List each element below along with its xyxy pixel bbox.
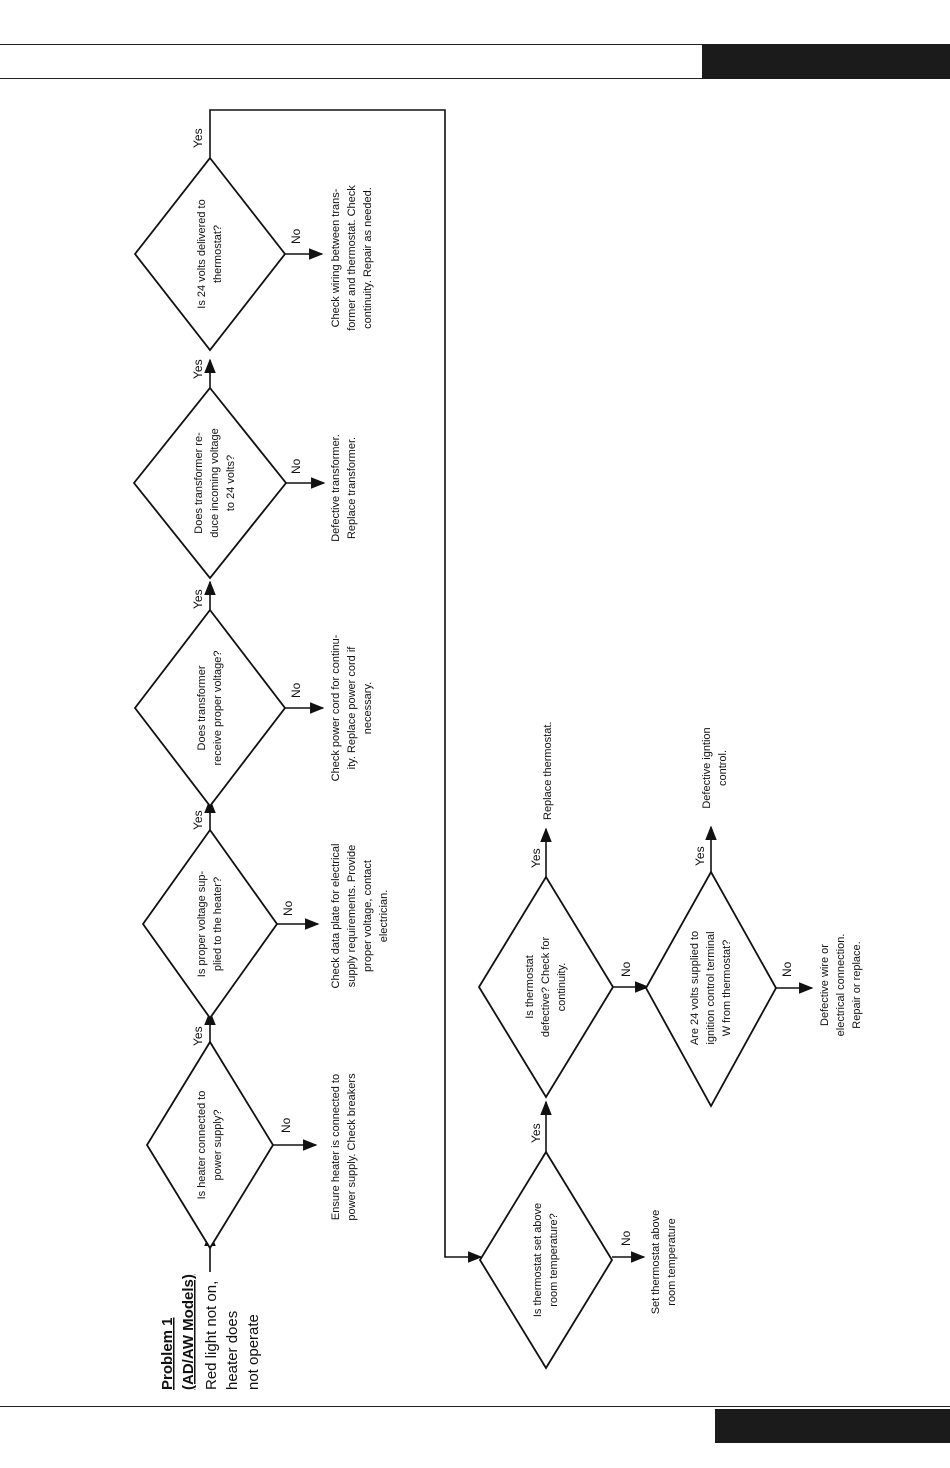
decision-shapes xyxy=(132,156,778,1370)
yes-label-d7: Yes xyxy=(529,848,543,868)
problem-title-block: Problem 1 (AD/AW Models) Red light not o… xyxy=(159,1274,262,1390)
no-action-d3: Check power cord for continu-ity. Replac… xyxy=(330,634,374,781)
yes-arrow-d5-return xyxy=(209,109,483,1263)
problem-title: Problem 1 xyxy=(159,1317,176,1390)
no-label-d8: No xyxy=(780,961,794,977)
yes-label-d4: Yes xyxy=(191,359,205,379)
footer-rule xyxy=(0,1406,950,1407)
problem-symptom-2: heater does xyxy=(224,1311,241,1390)
yes-label-d6: Yes xyxy=(529,1123,543,1143)
yes-label-d2: Yes xyxy=(191,810,205,830)
decision-diamond-d6 xyxy=(478,1150,614,1370)
decision-diamond-d4 xyxy=(132,386,288,580)
yes-label-d8: Yes xyxy=(693,846,707,866)
header-rule-top xyxy=(0,44,950,45)
no-action-d5: Check wiring between trans-former and th… xyxy=(330,185,374,331)
no-action-d4: Defective transformer.Replace transforme… xyxy=(330,434,358,542)
no-label-d2: No xyxy=(281,900,295,916)
problem-symptom-1: Red light not on, xyxy=(203,1281,220,1390)
no-label-d3: No xyxy=(289,682,303,698)
yes-action-d7: Replace thermostat. xyxy=(542,722,554,820)
yes-label-d3: Yes xyxy=(191,589,205,609)
header-tab-block xyxy=(702,44,950,79)
decision-diamond-d3 xyxy=(133,608,287,808)
no-label-d6: No xyxy=(619,1230,633,1246)
yes-label-d1: Yes xyxy=(191,1026,205,1046)
connectors xyxy=(204,109,814,1272)
no-label-d7: No xyxy=(619,961,633,977)
decision-text-d2: Is proper voltage sup-plied to the heate… xyxy=(196,870,224,977)
decision-diamond-d8 xyxy=(644,870,778,1108)
header-rule-bottom xyxy=(0,78,702,79)
decision-diamond-d5 xyxy=(133,156,287,352)
no-label-d5: No xyxy=(289,228,303,244)
yes-label-d5: Yes xyxy=(191,128,205,148)
no-label-d1: No xyxy=(279,1117,293,1133)
decision-diamond-d1 xyxy=(145,1040,275,1250)
decision-diamond-d2 xyxy=(141,828,279,1020)
decision-text-d4: Does transformer re-duce incoming voltag… xyxy=(193,428,237,537)
problem-models: (AD/AW Models) xyxy=(180,1274,197,1390)
no-label-d4: No xyxy=(289,458,303,474)
problem-symptom-3: not operate xyxy=(245,1314,262,1390)
footer-tab-block xyxy=(715,1409,950,1443)
decision-diamond-d7 xyxy=(477,875,615,1099)
branch-labels: Yes Yes Yes Yes Yes Yes Yes Yes No No No… xyxy=(191,128,794,1246)
